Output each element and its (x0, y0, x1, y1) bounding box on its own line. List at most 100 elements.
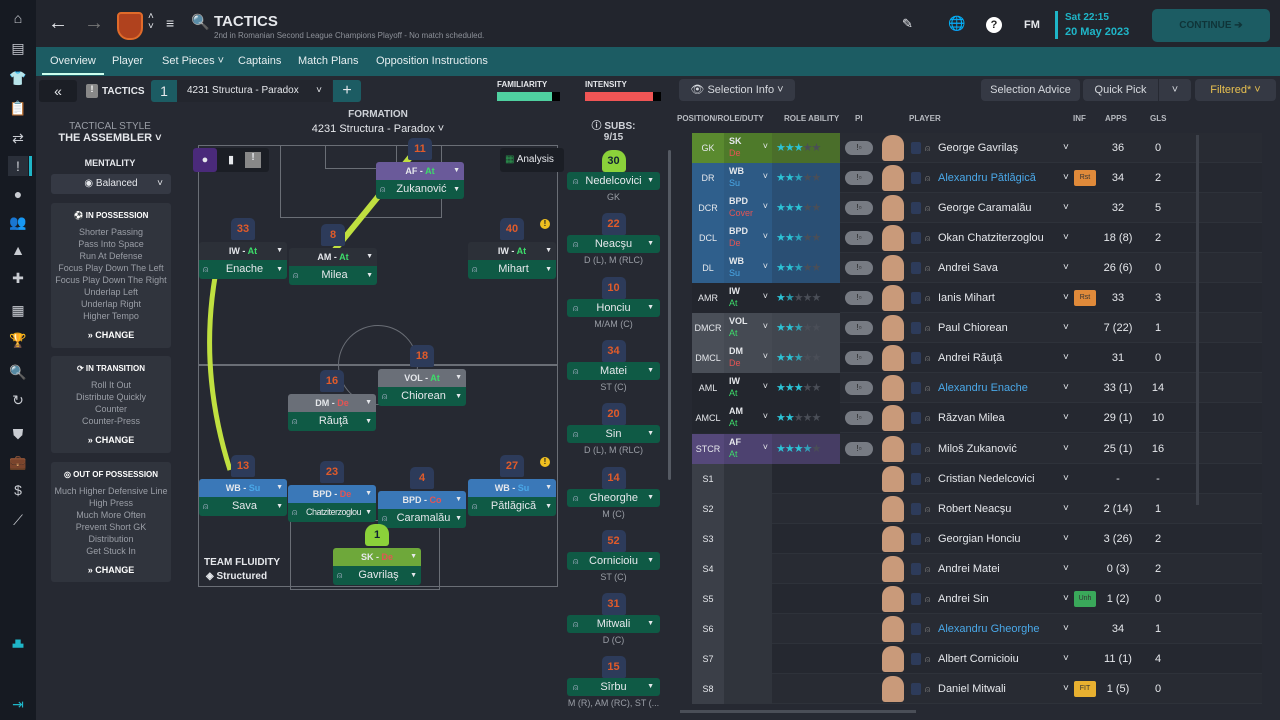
sub-player[interactable]: 14 ⍝Gheorghe▼ M (C) (567, 466, 660, 519)
player-instructions-icon[interactable]: !▫ (845, 411, 873, 426)
table-row[interactable]: S4 ⍝ Andrei Matei ˅ 0 (3) 2 (692, 553, 1262, 584)
instructions-view-icon[interactable]: ! (245, 152, 261, 168)
player-shirt-icon[interactable]: 1 (365, 524, 389, 546)
player-name-selector[interactable]: ⍝Pătlăgică▼ (468, 497, 556, 516)
briefcase-icon[interactable]: 💼 (9, 454, 27, 470)
player-name[interactable]: Paul Chiorean (938, 322, 1008, 335)
player-name[interactable]: Andrei Răuţă (938, 352, 1003, 365)
player-instructions-icon[interactable]: !▫ (845, 441, 873, 456)
table-row[interactable]: S3 ⍝ Georgian Honciu ˅ 3 (26) 2 (692, 523, 1262, 554)
tab-opposition-instructions[interactable]: Opposition Instructions (376, 55, 488, 67)
tactics-icon[interactable]: ! (8, 156, 32, 176)
player-instructions-icon[interactable]: !▫ (845, 201, 873, 216)
sub-name-selector[interactable]: ⍝Nedelcovici▼ (567, 172, 660, 190)
selection-advice-button[interactable]: Selection Advice (981, 79, 1080, 101)
table-row[interactable]: S8 ⍝ Daniel Mitwali ˅ FIT 1 (5) 0 (692, 673, 1262, 704)
formation-dropdown[interactable]: 4231 Structura - Paradox ˅ (311, 123, 445, 135)
sub-player[interactable]: 31 ⍝Mitwali▼ D (C) (567, 593, 660, 645)
pitch-player-card[interactable]: WB - Su▼ ⍝Sava▼ (199, 479, 287, 516)
refresh-icon[interactable]: ↻ (12, 392, 24, 408)
pitch-player-card[interactable]: IW - At▼ ⍝Mihart▼ (468, 242, 556, 279)
in-possession-change-button[interactable]: » CHANGE (87, 330, 135, 340)
player-name[interactable]: George Caramalău (938, 202, 1032, 215)
player-name[interactable]: Alexandru Enache (938, 382, 1028, 395)
player-dropdown-chevron-icon[interactable]: ˅ (1063, 322, 1069, 334)
stats-view-icon[interactable]: ▮ (227, 154, 235, 166)
player-shirt-icon[interactable]: 33 (231, 218, 255, 240)
table-row[interactable]: S1 ⍝ Cristian Nedelcovici ˅ - - (692, 463, 1262, 494)
player-name-selector[interactable]: ⍝Chatziterzoglou▼ (288, 503, 376, 522)
quick-pick-button[interactable]: Quick Pick (1083, 79, 1158, 101)
player-name-selector[interactable]: ⍝Gavrilaş▼ (333, 566, 421, 585)
column-header-apps[interactable]: APPS (1105, 114, 1127, 123)
edit-pencil-icon[interactable]: ✎ (902, 16, 913, 31)
column-header-position[interactable]: POSITION/ROLE/DUTY (677, 114, 764, 123)
sub-player[interactable]: 20 ⍝Sin▼ D (L), M (RLC) (567, 403, 660, 455)
table-row[interactable]: S5 ⍝ Andrei Sin ˅ Unh 1 (2) 0 (692, 583, 1262, 614)
tactical-style-dropdown[interactable]: THE ASSEMBLER ˅ (58, 132, 162, 144)
tactic-select-dropdown[interactable]: 4231 Structura - Paradox˅ (177, 80, 332, 102)
role-duty-selector[interactable]: IW - At▼ (468, 242, 556, 260)
player-dropdown-chevron-icon[interactable]: ˅ (1063, 262, 1069, 274)
sub-player[interactable]: 15 ⍝Sîrbu▼ M (R), AM (RC), ST (... (567, 656, 660, 708)
selection-info-dropdown[interactable]: 👁 Selection Info ˅ (679, 79, 795, 101)
tab-match-plans[interactable]: Match Plans (298, 55, 359, 67)
pitch-player-card[interactable]: WB - Su▼ ⍝Pătlăgică▼ (468, 479, 556, 516)
player-instructions-icon[interactable]: !▫ (845, 261, 873, 276)
player-shirt-icon[interactable]: 11 (408, 138, 432, 160)
sub-name-selector[interactable]: ⍝Neacşu▼ (567, 235, 660, 254)
player-shirt-icon[interactable]: 16 (320, 370, 344, 392)
role-duty-selector[interactable]: WB - Su▼ (468, 479, 556, 497)
player-dropdown-chevron-icon[interactable]: ˅ (1063, 202, 1069, 214)
sub-player[interactable]: 22 ⍝Neacşu▼ D (L), M (RLC) (567, 213, 660, 265)
player-name[interactable]: Robert Neacşu (938, 502, 1012, 515)
player-dropdown-chevron-icon[interactable]: ˅ (1063, 472, 1069, 484)
player-dropdown-chevron-icon[interactable]: ˅ (1063, 652, 1069, 664)
player-name-selector[interactable]: ⍝Enache▼ (199, 260, 287, 279)
finances-icon[interactable]: $ (14, 482, 22, 498)
pitch-player-card[interactable]: SK - De▼ ⍝Gavrilaş▼ (333, 548, 421, 585)
squad-icon[interactable]: 👕 (9, 70, 27, 86)
player-dropdown-chevron-icon[interactable]: ˅ (1063, 352, 1069, 364)
pitch-player-card[interactable]: AF - At▼ ⍝Zukanović▼ (376, 162, 464, 199)
sub-name-selector[interactable]: ⍝Matei▼ (567, 361, 660, 380)
sub-player[interactable]: 10 ⍝Honciu▼ M/AM (C) (567, 276, 660, 329)
player-shirt-icon[interactable]: 23 (320, 461, 344, 483)
player-name-selector[interactable]: ⍝Răuţă▼ (288, 412, 376, 431)
table-row[interactable]: S7 ⍝ Albert Cornicioiu ˅ 11 (1) 4 (692, 643, 1262, 674)
intensity-bar[interactable] (585, 92, 661, 101)
sub-name-selector[interactable]: ⍝Cornicioiu▼ (567, 551, 660, 570)
player-name[interactable]: Miloš Zukanović (938, 442, 1017, 455)
player-dropdown-chevron-icon[interactable]: ˅ (1063, 142, 1069, 153)
player-instructions-icon[interactable]: !▫ (845, 381, 873, 396)
player-instructions-icon[interactable]: !▫ (845, 351, 873, 366)
continue-button[interactable]: CONTINUE ➔ (1152, 9, 1270, 42)
familiarity-bar[interactable] (497, 92, 560, 101)
training-icon[interactable]: ▲ (11, 242, 25, 258)
player-name-selector[interactable]: ⍝Zukanović▼ (376, 180, 464, 199)
player-dropdown-chevron-icon[interactable]: ˅ (1063, 532, 1069, 544)
transfers-icon[interactable]: ⇄ (12, 130, 24, 146)
home-icon[interactable]: ⌂ (13, 10, 23, 26)
club-icon[interactable]: ⛊ (12, 426, 24, 442)
tactic-slot-number[interactable]: 1 (151, 80, 177, 102)
player-shirt-icon[interactable]: 4 (410, 467, 434, 489)
sidebar-toggle-icon[interactable]: ⇥ (12, 696, 24, 712)
out-of-possession-change-button[interactable]: » CHANGE (87, 565, 135, 575)
pitch-player-card[interactable]: VOL - At▼ ⍝Chiorean▼ (378, 369, 466, 406)
role-duty-selector[interactable]: SK - De▼ (333, 548, 421, 566)
player-name[interactable]: Okan Chatziterzoglou (938, 232, 1044, 245)
player-dropdown-chevron-icon[interactable]: ˅ (1063, 622, 1069, 634)
role-duty-selector[interactable]: AM - At▼ (289, 248, 377, 266)
back-arrow-icon[interactable]: ← (48, 12, 68, 34)
pitch-player-card[interactable]: DM - De▼ ⍝Răuţă▼ (288, 394, 376, 431)
table-horizontal-scrollbar[interactable] (680, 710, 916, 713)
player-name-selector[interactable]: ⍝Chiorean▼ (378, 387, 466, 406)
player-instructions-icon[interactable]: !▫ (845, 141, 873, 155)
